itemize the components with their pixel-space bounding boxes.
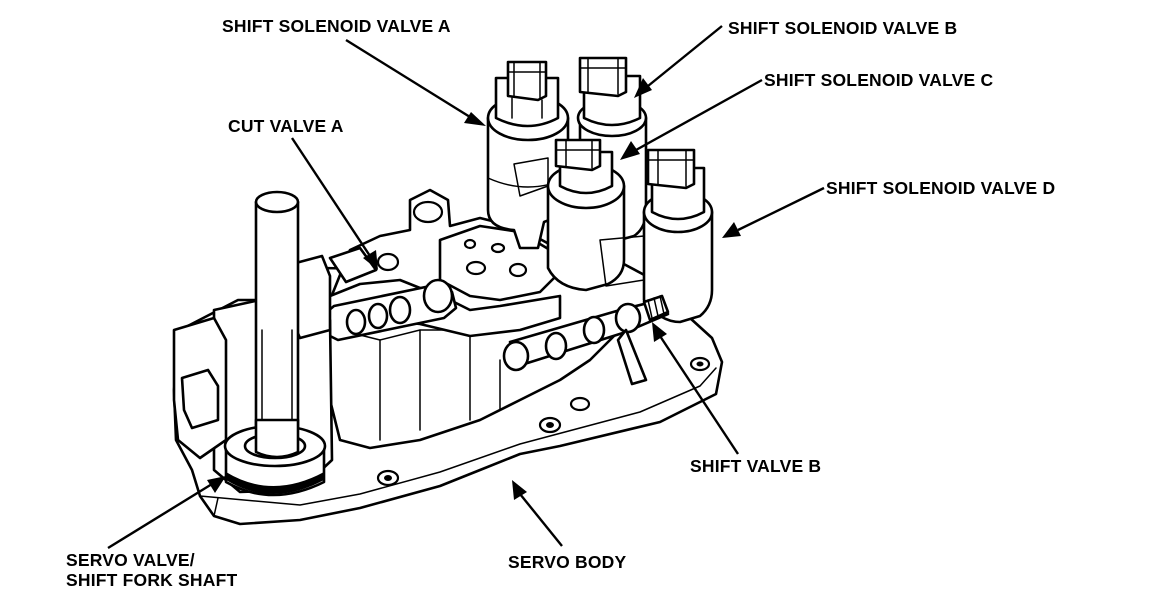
leader-lines [107, 25, 825, 550]
label-cut-valve-a: CUT VALVE A [228, 116, 344, 136]
leader-servo-valve [107, 482, 213, 550]
leader-servo-body [519, 493, 563, 547]
label-shift-solenoid-d: SHIFT SOLENOID VALVE D [826, 178, 1055, 198]
bracket-plate [438, 224, 562, 302]
callout-labels: SHIFT SOLENOID VALVE A SHIFT SOLENOID VA… [66, 16, 1055, 590]
label-shift-solenoid-b: SHIFT SOLENOID VALVE B [728, 18, 957, 38]
leader-shift-solenoid-d [737, 186, 825, 232]
shift-solenoid-valve-c [513, 138, 626, 292]
servo-valve-shift-fork-shaft [172, 190, 334, 497]
leader-cut-valve-a [290, 137, 372, 257]
leader-shift-solenoid-b [647, 25, 723, 87]
shift-valve-b-spool [502, 294, 670, 386]
label-servo-body: SERVO BODY [508, 552, 627, 572]
leader-shift-solenoid-a [345, 38, 471, 119]
label-servo-valve-line2: SHIFT FORK SHAFT [66, 570, 237, 590]
label-shift-solenoid-c: SHIFT SOLENOID VALVE C [764, 70, 993, 90]
leader-shift-valve-b [658, 335, 740, 455]
label-servo-valve-line1: SERVO VALVE/ [66, 550, 195, 570]
servo-body-illustration [172, 56, 724, 526]
leader-shift-solenoid-c [635, 78, 763, 152]
label-shift-valve-b: SHIFT VALVE B [690, 456, 821, 476]
label-shift-solenoid-a: SHIFT SOLENOID VALVE A [222, 16, 451, 36]
shift-solenoid-valve-d [599, 148, 714, 324]
